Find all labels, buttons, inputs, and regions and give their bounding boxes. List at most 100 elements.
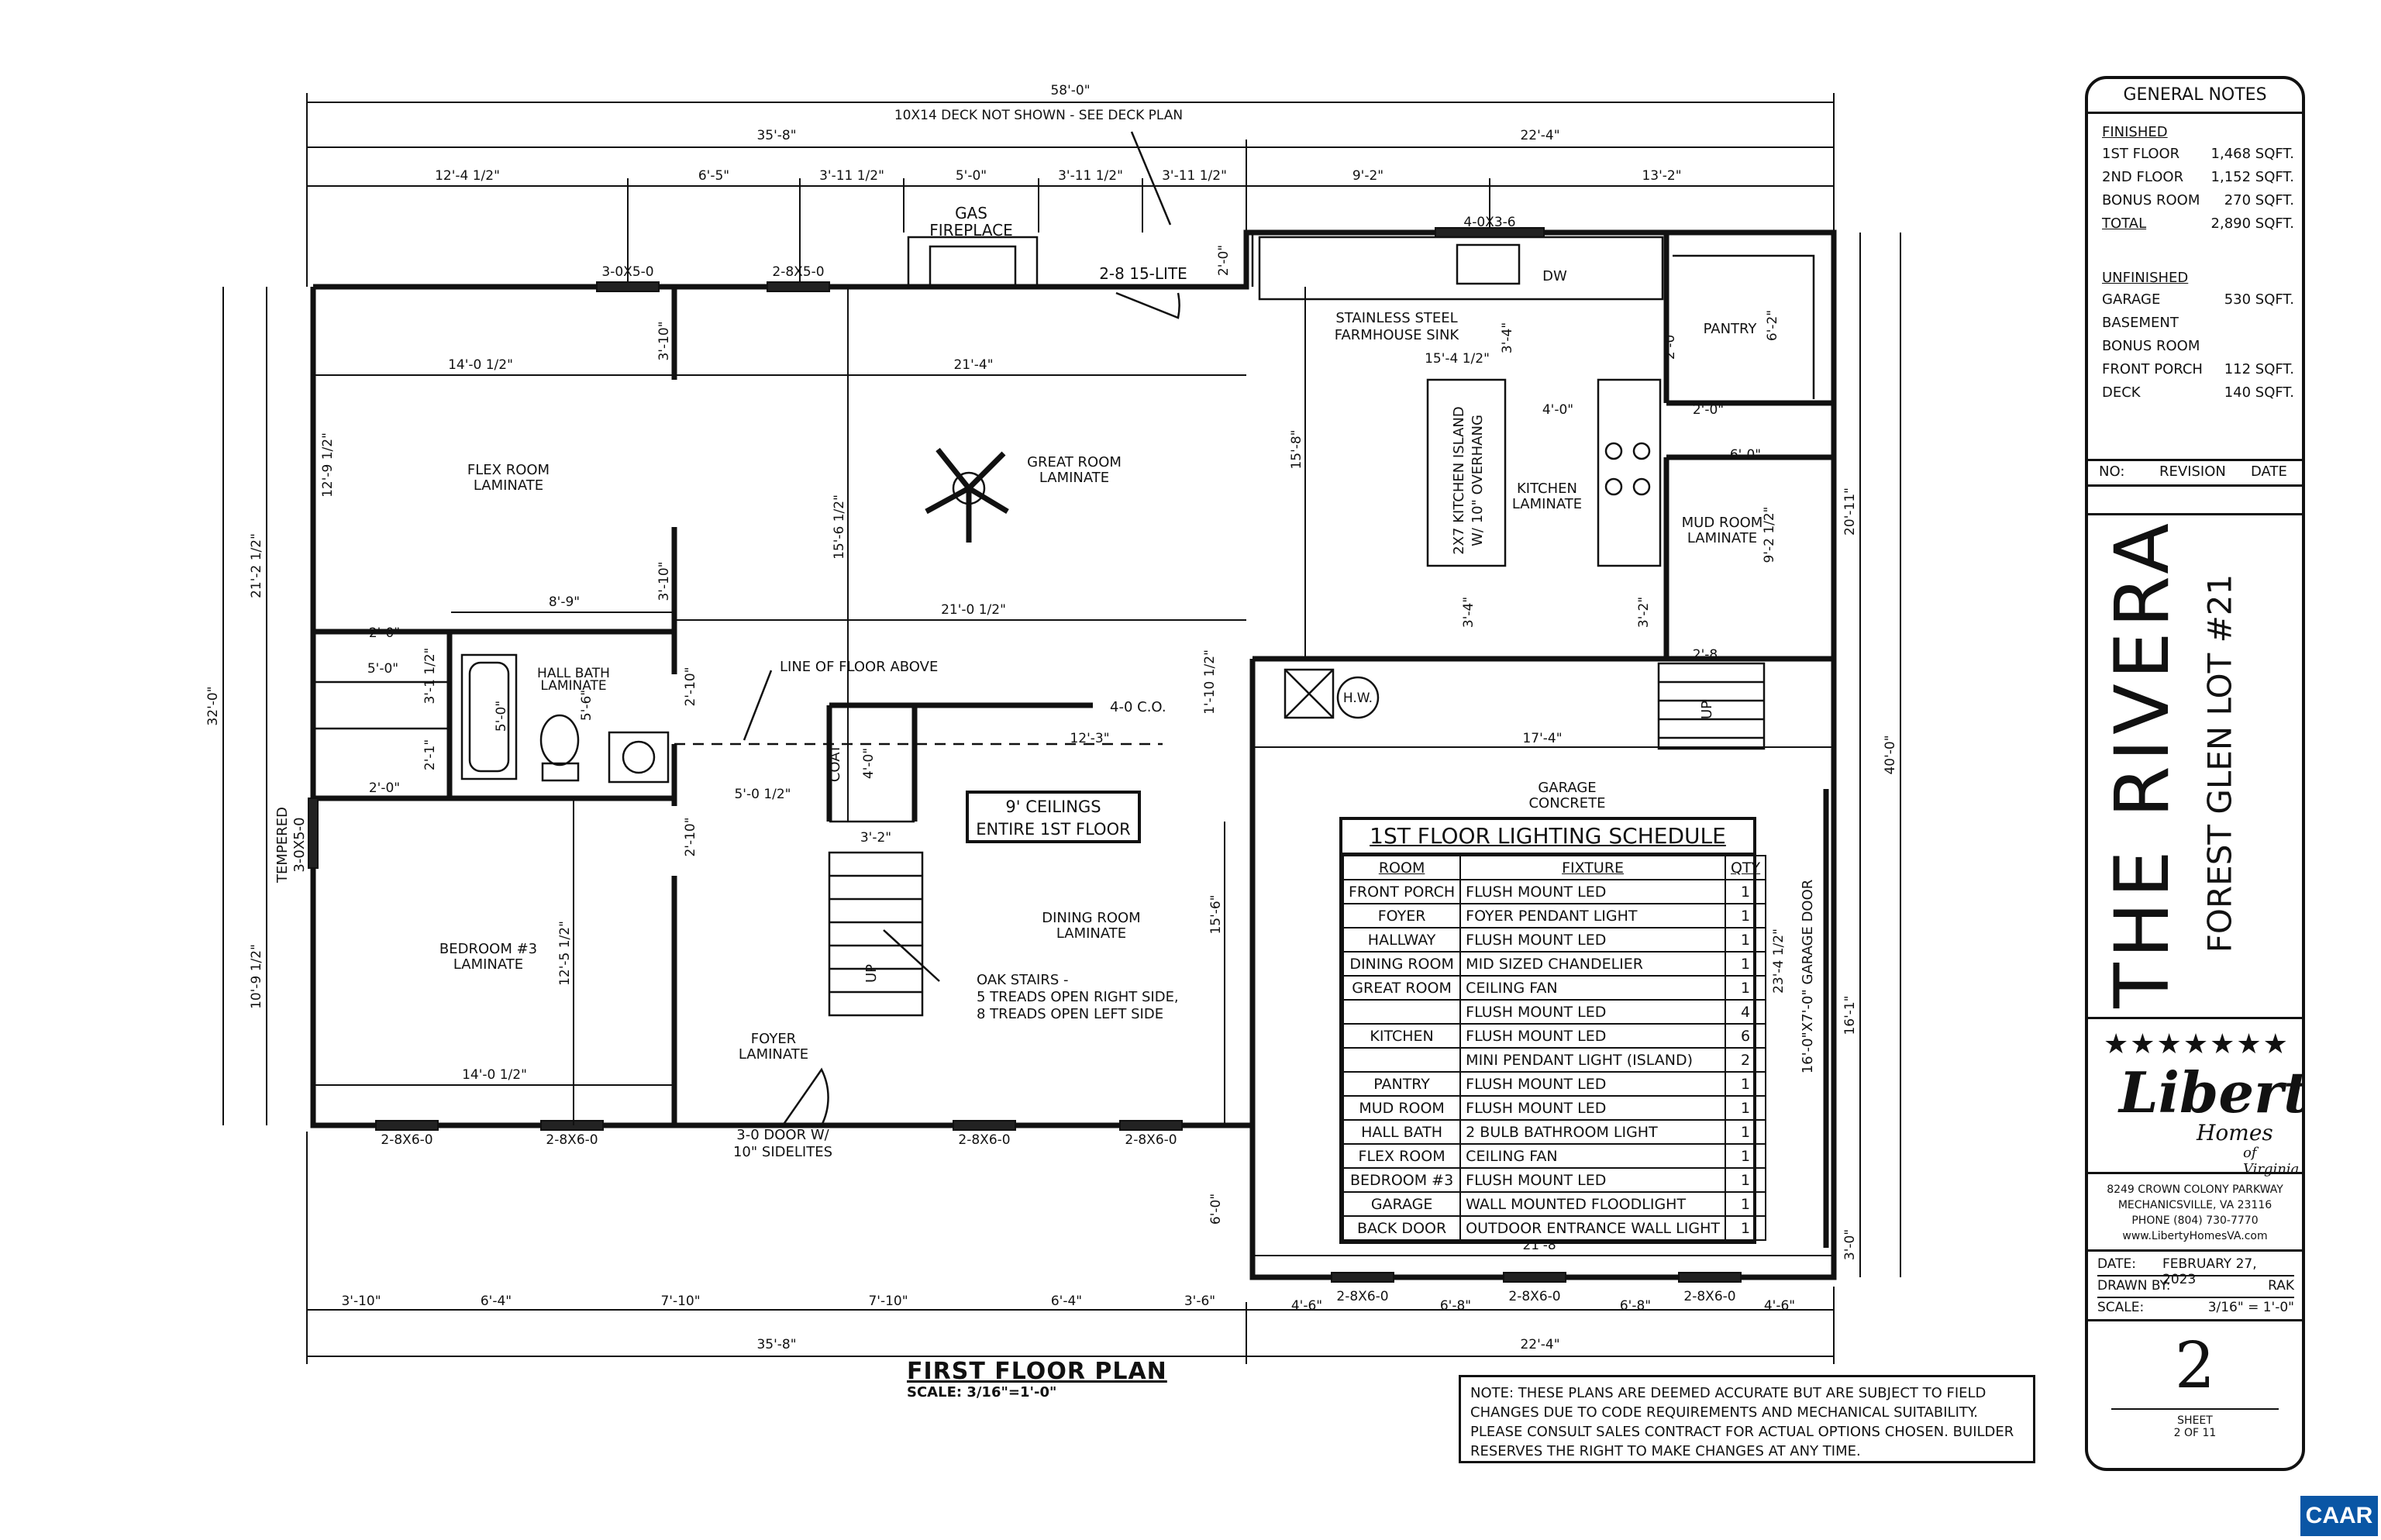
dim-label: 5'-0 1/2" bbox=[734, 787, 791, 802]
lighting-fixture: MID SIZED CHANDELIER bbox=[1459, 951, 1726, 977]
dim-side: 3'-0" bbox=[1842, 1229, 1858, 1260]
window bbox=[1119, 1120, 1183, 1131]
dim-seg: 3'-11 1/2" bbox=[1058, 168, 1123, 184]
sqft-value: 112 SQFT. bbox=[2224, 361, 2294, 377]
lighting-fixture: CEILING FAN bbox=[1459, 1143, 1726, 1169]
window-label: 2-8X6-0 bbox=[546, 1132, 598, 1148]
dim-side: 40'-0" bbox=[1883, 735, 1898, 774]
lighting-qty: 1 bbox=[1724, 927, 1767, 953]
unfinished-label: UNFINISHED bbox=[2102, 270, 2189, 286]
dim-seg: 4'-6" bbox=[1764, 1298, 1795, 1314]
window bbox=[375, 1120, 439, 1131]
front-door-label: 10" SIDELITES bbox=[733, 1144, 832, 1160]
coat-label: COAT bbox=[827, 744, 843, 782]
lighting-qty: 1 bbox=[1724, 903, 1767, 928]
dim-label: 23'-4 1/2" bbox=[1771, 928, 1787, 994]
dim-label: 2'-0" bbox=[369, 780, 400, 796]
window bbox=[1331, 1272, 1394, 1283]
room-floor: LAMINATE bbox=[1512, 496, 1582, 512]
room-name: FLEX ROOM bbox=[467, 462, 550, 478]
lighting-qty: 4 bbox=[1724, 999, 1767, 1025]
window-label: 2-8X6-0 bbox=[1336, 1289, 1388, 1304]
island-label: W/ 10" OVERHANG bbox=[1470, 415, 1486, 546]
walls bbox=[310, 229, 1837, 1280]
dim-label: 2'-10" bbox=[683, 667, 698, 706]
lighting-room bbox=[1342, 999, 1462, 1025]
sqft-value: 530 SQFT. bbox=[2224, 291, 2294, 308]
lighting-fixture: MINI PENDANT LIGHT (ISLAND) bbox=[1459, 1047, 1726, 1073]
window-label: 3-0X5-0 bbox=[601, 264, 653, 280]
logo-brand: Liberty bbox=[2119, 1059, 2302, 1125]
room-floor: LAMINATE bbox=[1687, 530, 1757, 546]
dim-label: 17'-4" bbox=[1522, 731, 1562, 746]
lighting-fixture: 2 BULB BATHROOM LIGHT bbox=[1459, 1119, 1726, 1145]
lighting-fixture: FOYER PENDANT LIGHT bbox=[1459, 903, 1726, 928]
dim-label: 14'-0 1/2" bbox=[448, 357, 513, 373]
room-name: KITCHEN bbox=[1517, 481, 1577, 497]
lighting-qty: 2 bbox=[1724, 1047, 1767, 1073]
lighting-room: MUD ROOM bbox=[1342, 1095, 1462, 1121]
lighting-room: FRONT PORCH bbox=[1342, 879, 1462, 904]
room-floor: LAMINATE bbox=[739, 1046, 808, 1063]
bottom-dimensions: 3'-10" 6'-4" 7'-10" 7'-10" 6'-4" 3'-6" 4… bbox=[306, 1132, 1835, 1364]
window bbox=[1678, 1272, 1742, 1283]
drawn-label: DRAWN BY: bbox=[2097, 1278, 2171, 1294]
tempered-label: 3-0X5-0 bbox=[291, 817, 308, 872]
room-floor: LAMINATE bbox=[453, 956, 523, 973]
co-label: 4-0 C.O. bbox=[1110, 699, 1166, 715]
dim-label: 6'-2" bbox=[1765, 310, 1780, 341]
sqft-name: BASEMENT bbox=[2102, 315, 2179, 331]
lighting-room: HALLWAY bbox=[1342, 927, 1462, 953]
address-block: 8249 CROWN COLONY PARKWAY MECHANICSVILLE… bbox=[2088, 1172, 2302, 1259]
sqft-value: 1,468 SQFT. bbox=[2210, 146, 2294, 162]
address-line: MECHANICSVILLE, VA 23116 bbox=[2117, 1199, 2272, 1211]
fixtures: GAS FIREPLACE 2-8 15-LITE DW STAINLESS S… bbox=[274, 204, 1829, 1248]
plan-title: FIRST FLOOR PLAN bbox=[907, 1358, 1167, 1385]
room-name: DINING ROOM bbox=[1042, 910, 1140, 926]
stars-icon: ★★★★★★★ bbox=[2104, 1028, 2290, 1060]
lighting-fixture: OUTDOOR ENTRANCE WALL LIGHT bbox=[1459, 1215, 1726, 1241]
dim-label: 21'-4" bbox=[953, 357, 993, 373]
tempered-label: TEMPERED bbox=[274, 807, 291, 884]
window-label: 2-8X6-0 bbox=[958, 1132, 1010, 1148]
sqft-name: BONUS ROOM bbox=[2102, 338, 2200, 354]
dim-seg: 6'-4" bbox=[1051, 1294, 1082, 1309]
dw-label: DW bbox=[1542, 268, 1567, 284]
dim-label: 15'-4 1/2" bbox=[1425, 351, 1490, 367]
lighting-qty: 1 bbox=[1724, 1119, 1767, 1145]
address-line: www.LibertyHomesVA.com bbox=[2122, 1230, 2268, 1242]
sqft-value: 1,152 SQFT. bbox=[2210, 169, 2294, 185]
date-label: DATE: bbox=[2097, 1256, 2136, 1272]
sqft-name: TOTAL bbox=[2102, 215, 2147, 232]
room-floor: LAMINATE bbox=[540, 678, 606, 694]
water-heater-label: H.W. bbox=[1343, 691, 1373, 706]
general-notes-title: GENERAL NOTES bbox=[2088, 79, 2302, 114]
lighting-qty: 1 bbox=[1724, 1095, 1767, 1121]
dim-label: 15'-8" bbox=[1289, 429, 1304, 469]
lighting-fixture: FLUSH MOUNT LED bbox=[1459, 1023, 1726, 1049]
lighting-qty: QTY bbox=[1724, 855, 1767, 880]
lighting-row: MINI PENDANT LIGHT (ISLAND)2 bbox=[1342, 1047, 1767, 1073]
scale-label: SCALE: bbox=[2097, 1300, 2145, 1315]
sqft-name: 1ST FLOOR bbox=[2102, 146, 2180, 162]
lighting-room: GARAGE bbox=[1342, 1191, 1462, 1217]
dim-label: 5'-0" bbox=[367, 661, 398, 677]
room-name: HALL BATH bbox=[537, 666, 610, 681]
sqft-row: 1ST FLOOR 1,468 SQFT. bbox=[2102, 146, 2294, 167]
lighting-fixture: FLUSH MOUNT LED bbox=[1459, 879, 1726, 904]
dim-top-left: 35'-8" bbox=[756, 128, 796, 143]
lighting-qty: 1 bbox=[1724, 1191, 1767, 1217]
dim-top-right: 22'-4" bbox=[1520, 128, 1559, 143]
window bbox=[953, 1120, 1016, 1131]
dim-label: 15'-6" bbox=[1208, 894, 1224, 934]
